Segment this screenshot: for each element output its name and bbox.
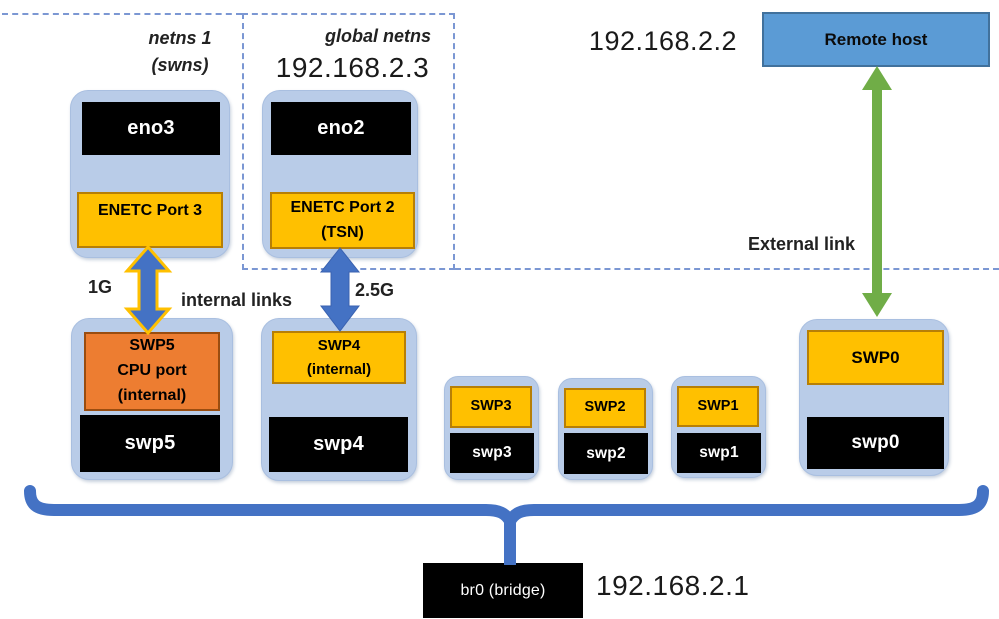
internal-link-2-5g-arrow-icon — [319, 247, 361, 332]
swp0-label: swp0 — [851, 432, 900, 453]
remote-host-label: Remote host — [824, 29, 928, 49]
bridge-ip: 192.168.2.1 — [596, 570, 750, 601]
swp1-port-label: SWP1 — [697, 397, 739, 414]
internal-link-1g-arrow-icon — [123, 244, 173, 336]
bridge-brace — [24, 485, 989, 527]
swp3-interface-box: swp3 — [450, 433, 534, 473]
global-netns-label: global netns — [324, 26, 431, 46]
netns-boundary-extension-line — [455, 268, 999, 270]
remote-host-ip: 192.168.2.2 — [588, 26, 738, 56]
swp0-interface-box: swp0 — [807, 417, 944, 469]
swp5-interface-box: swp5 — [80, 415, 220, 472]
swp5-cpu-port-box: SWP5 CPU port (internal) — [84, 332, 220, 411]
enetc-port2-box: ENETC Port 2 (TSN) — [270, 192, 415, 249]
br0-bridge-box: br0 (bridge) — [423, 563, 583, 618]
swp4-internal-label: (internal) — [306, 360, 372, 378]
eno3-interface-box: eno3 — [82, 102, 220, 155]
global-netns-ip: 192.168.2.3 — [275, 52, 430, 83]
swp1-interface-box: swp1 — [677, 433, 761, 473]
swp5-internal-label: (internal) — [117, 386, 187, 404]
swp2-port-box: SWP2 — [564, 388, 646, 428]
link-speed-1g-label: 1G — [88, 277, 113, 297]
external-link-arrow-icon — [862, 66, 892, 317]
swp3-label: swp3 — [472, 444, 512, 461]
swp4-interface-box: swp4 — [269, 417, 408, 472]
swp1-label: swp1 — [699, 444, 739, 461]
swp3-port-label: SWP3 — [470, 398, 512, 415]
enetc-port3-label: ENETC Port 3 — [97, 202, 202, 219]
swp2-port-label: SWP2 — [584, 399, 626, 416]
swp0-port-box: SWP0 — [807, 330, 944, 385]
swp4-port-label: SWP4 — [317, 337, 361, 355]
swp1-port-box: SWP1 — [677, 386, 759, 427]
enetc-port2-tsn-label: (TSN) — [321, 223, 364, 241]
swp5-cpu-label: CPU port — [117, 362, 187, 380]
swp2-label: swp2 — [586, 444, 626, 462]
swp4-label: swp4 — [313, 433, 364, 455]
swp4-port-box: SWP4 (internal) — [272, 331, 406, 384]
internal-links-label: internal links — [181, 290, 293, 310]
br0-bridge-label: br0 (bridge) — [460, 581, 546, 599]
enetc-port3-box: ENETC Port 3 — [77, 192, 223, 248]
netns1-boundary-line — [2, 13, 242, 15]
netns1-label: netns 1 — [148, 28, 212, 48]
eno2-interface-box: eno2 — [271, 102, 411, 155]
swp5-port-label: SWP5 — [129, 337, 175, 355]
remote-host-box: Remote host — [762, 12, 990, 67]
enetc-port2-label: ENETC Port 2 — [290, 198, 395, 216]
swp5-label: swp5 — [124, 432, 176, 454]
swp2-interface-box: swp2 — [564, 433, 648, 474]
swp3-port-box: SWP3 — [450, 386, 532, 428]
link-speed-2-5g-label: 2.5G — [355, 280, 395, 300]
swp0-port-label: SWP0 — [851, 347, 900, 367]
eno2-label: eno2 — [317, 117, 365, 139]
external-link-label: External link — [748, 234, 856, 254]
eno3-label: eno3 — [127, 117, 175, 139]
swns-label: (swns) — [151, 55, 209, 75]
